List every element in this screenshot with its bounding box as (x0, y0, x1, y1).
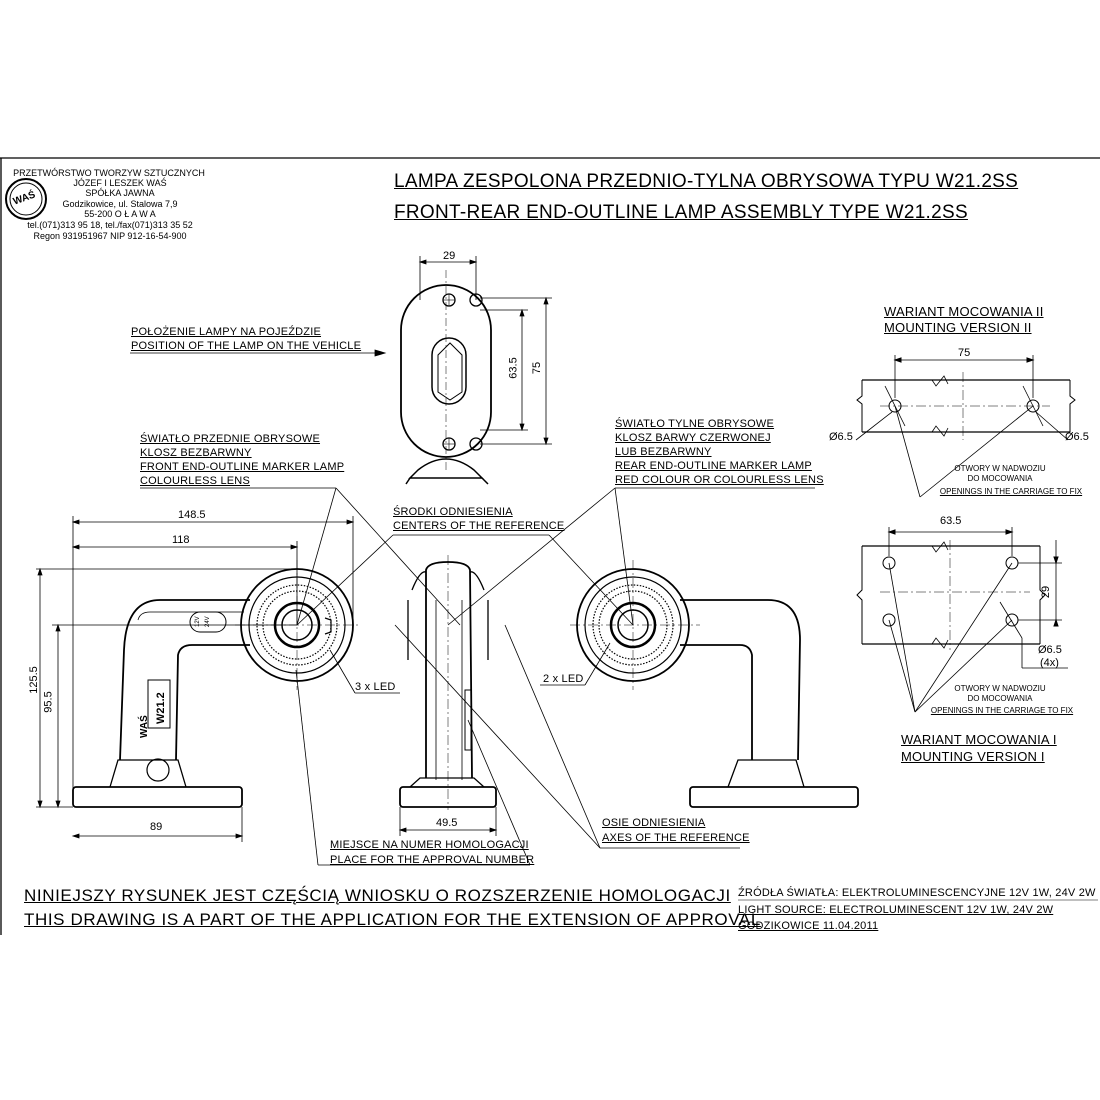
label-rear-pl3: LUB BEZBARWNY (615, 446, 712, 458)
footer-source-pl: ŹRÓDŁA ŚWIATŁA: ELEKTROLUMINESCENCYJNE 1… (738, 887, 1096, 899)
leader-lines (140, 487, 815, 866)
dim-width-center: 118 (172, 534, 190, 546)
m1-holes-pl1: OTWORY W NADWOZIU (954, 684, 1046, 693)
top-view-lamp (400, 270, 492, 485)
label-front-en2: COLOURLESS LENS (140, 475, 250, 487)
label-approval-pl: MIEJSCE NA NUMER HOMOLOGACJI (330, 839, 529, 851)
middle-view-dimensions (398, 807, 498, 836)
dim-base-width: 89 (150, 821, 163, 833)
dim-m1-spacing: 63.5 (940, 515, 962, 527)
dim-m2-spacing: 75 (958, 347, 971, 359)
company-line-4: Godzikowice, ul. Stalowa 7,9 (62, 199, 178, 209)
dim-height-center: 95.5 (42, 691, 55, 713)
dim-m2-hole-right: Ø6.5 (1065, 431, 1089, 443)
position-arrow (130, 349, 387, 357)
left-view-dimensions (36, 516, 355, 842)
mount1-heading-en: MOUNTING VERSION I (901, 749, 1045, 764)
label-rear-pl1: ŚWIATŁO TYLNE OBRYSOWE (615, 418, 775, 430)
mounting-version-2 (855, 355, 1076, 498)
company-line-2: JÓZEF I LESZEK WAŚ (73, 178, 167, 188)
left-side-view (72, 568, 354, 808)
footer-en: THIS DRAWING IS A PART OF THE APPLICATIO… (24, 910, 761, 929)
body-brand-text: WAŚ (137, 715, 150, 738)
right-side-view (576, 568, 859, 808)
footer-pl: NINIEJSZY RYSUNEK JEST CZĘŚCIĄ WNIOSKU O… (24, 886, 731, 905)
sticker-text-a: 12V (195, 616, 201, 627)
dim-top-h1: 63.5 (507, 357, 520, 379)
m1-holes-pl2: DO MOCOWANIA (967, 694, 1033, 703)
dim-top-width: 29 (443, 250, 456, 262)
m1-holes-en: OPENINGS IN THE CARRIAGE TO FIX (930, 706, 1074, 715)
label-front-en1: FRONT END-OUTLINE MARKER LAMP (140, 461, 345, 473)
label-front-pl1: ŚWIATŁO PRZEDNIE OBRYSOWE (140, 433, 321, 445)
body-mark-text: W21.2 (155, 692, 167, 724)
label-position-en: POSITION OF THE LAMP ON THE VEHICLE (131, 340, 362, 352)
label-led-3: 3 x LED (355, 681, 396, 693)
label-rear-pl2: KLOSZ BARWY CZERWONEJ (615, 432, 771, 444)
m2-holes-pl2: DO MOCOWANIA (967, 474, 1033, 483)
dim-m2-hole-left: Ø6.5 (829, 431, 853, 443)
company-line-5: 55-200 O Ł A W A (84, 209, 156, 219)
mounting-version-1 (856, 527, 1068, 713)
title-en: FRONT-REAR END-OUTLINE LAMP ASSEMBLY TYP… (394, 202, 968, 223)
company-line-6: tel.(071)313 95 18, tel./fax(071)313 35 … (27, 220, 193, 230)
mount2-heading-en: MOUNTING VERSION II (884, 320, 1032, 335)
sticker-text-b: 24V (205, 616, 211, 627)
footer-source-en: LIGHT SOURCE: ELECTROLUMINESCENT 12V 1W,… (738, 904, 1054, 916)
label-rear-en2: RED COLOUR OR COLOURLESS LENS (615, 474, 824, 486)
m2-holes-en: OPENINGS IN THE CARRIAGE TO FIX (939, 487, 1083, 496)
label-approval-en: PLACE FOR THE APPROVAL NUMBER (330, 854, 535, 866)
dim-width-total: 148.5 (178, 509, 206, 521)
dim-m1-hole: Ø6.5 (1038, 644, 1062, 656)
company-line-7: Regon 931951967 NIP 912-16-54-900 (33, 231, 187, 241)
dim-m1-count: (4x) (1040, 657, 1059, 669)
label-axes-pl: OSIE ODNIESIENIA (602, 817, 706, 829)
label-rear-en1: REAR END-OUTLINE MARKER LAMP (615, 460, 812, 472)
label-centers-en: CENTERS OF THE REFERENCE (393, 520, 565, 532)
mount1-heading-pl: WARIANT MOCOWANIA I (901, 732, 1057, 747)
label-centers-pl: ŚRODKI ODNIESIENIA (393, 506, 513, 518)
top-view-dimensions (418, 256, 552, 446)
dim-height-total: 125.5 (27, 666, 40, 694)
footer-date: GODZIKOWICE 11.04.2011 (738, 920, 879, 932)
mount2-heading-pl: WARIANT MOCOWANIA II (884, 304, 1044, 319)
label-front-pl2: KLOSZ BEZBARWNY (140, 447, 252, 459)
label-led-2: 2 x LED (543, 673, 584, 685)
label-position-pl: POŁOŻENIE LAMPY NA POJEŹDZIE (131, 326, 322, 338)
company-logo (5, 178, 47, 220)
reference-axes (235, 555, 700, 810)
company-line-3: SPÓŁKA JAWNA (85, 188, 155, 198)
title-pl: LAMPA ZESPOLONA PRZEDNIO-TYLNA OBRYSOWA … (394, 171, 1019, 192)
company-line-1: PRZETWÓRSTWO TWORZYW SZTUCZNYCH (13, 168, 205, 178)
m2-holes-pl1: OTWORY W NADWOZIU (954, 464, 1046, 473)
label-axes-en: AXES OF THE REFERENCE (602, 832, 750, 844)
dim-top-h2: 75 (531, 361, 544, 375)
dim-mid-base: 49.5 (436, 817, 458, 829)
dim-m1-vert: 29 (1040, 585, 1053, 599)
